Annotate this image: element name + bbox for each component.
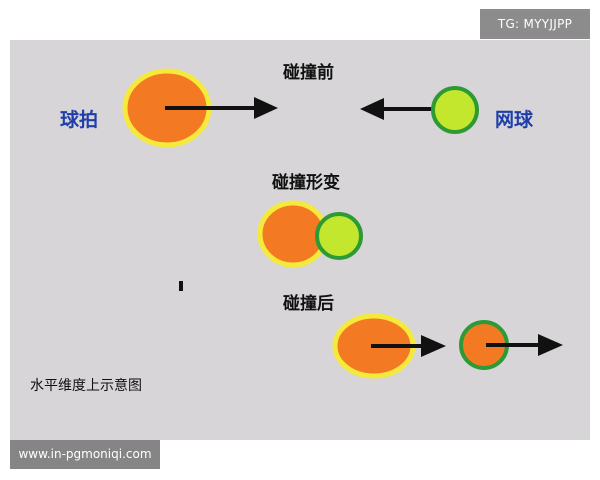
stage-deform-title: 碰撞形变 — [272, 173, 340, 193]
stage-after-title: 碰撞后 — [283, 294, 334, 314]
watermark-top-right: TG: MYYJJPP — [480, 9, 590, 39]
caption-text: 水平维度上示意图 — [30, 378, 142, 394]
racket-arrow-before — [165, 97, 278, 119]
ball-before — [431, 86, 479, 134]
ball-arrow-after — [486, 334, 563, 356]
stage-before-title: 碰撞前 — [283, 63, 334, 83]
racket-arrow-after — [371, 335, 446, 357]
watermark-bottom-left: www.in-pgmoniqi.com — [10, 440, 160, 469]
stray-mark — [179, 281, 183, 291]
racket-label: 球拍 — [60, 109, 99, 131]
ball-deform — [315, 212, 363, 260]
ball-label: 网球 — [495, 109, 534, 131]
